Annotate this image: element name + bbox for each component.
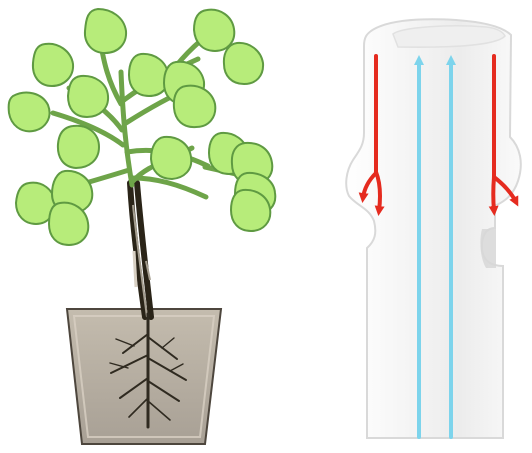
leaf bbox=[33, 44, 73, 86]
leaf bbox=[151, 137, 191, 179]
plant-panel bbox=[9, 9, 276, 444]
leaf bbox=[85, 9, 126, 53]
downward-flow-arrow bbox=[493, 56, 494, 211]
leaf bbox=[194, 10, 234, 51]
leaf bbox=[129, 54, 168, 96]
plant-stem bbox=[130, 183, 151, 317]
pot bbox=[67, 309, 221, 444]
leaf bbox=[68, 76, 108, 117]
leaf bbox=[224, 43, 263, 84]
leaf bbox=[58, 126, 99, 168]
leaf bbox=[9, 93, 50, 132]
leaf bbox=[231, 190, 270, 231]
stem-section-panel bbox=[346, 19, 521, 438]
leaf bbox=[174, 86, 215, 127]
